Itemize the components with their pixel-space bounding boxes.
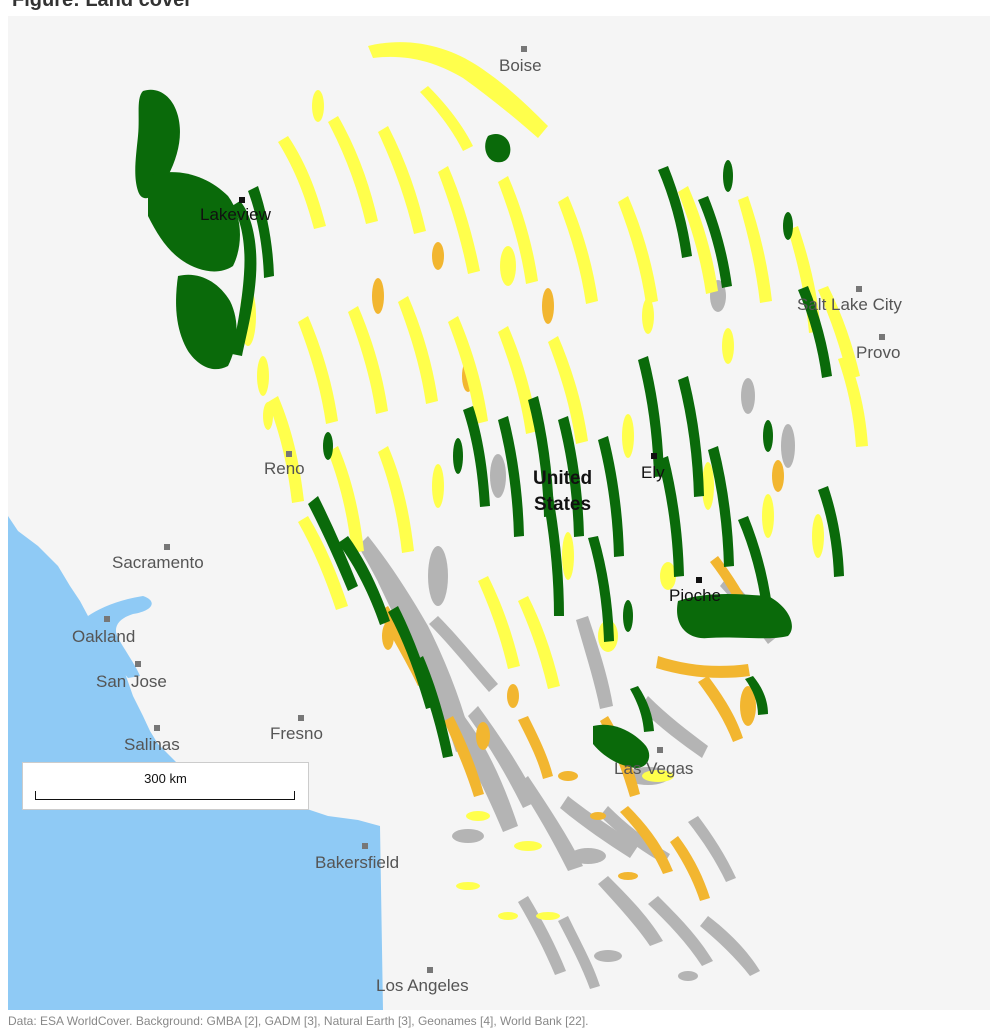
- city-label-fresno: Fresno: [270, 724, 323, 743]
- city-marker-las-vegas: [657, 747, 663, 753]
- city-label-lakeview: Lakeview: [200, 205, 272, 224]
- map-frame[interactable]: Boise Lakeview Salt Lake City Provo Reno…: [8, 16, 990, 1010]
- city-marker-los-angeles: [427, 967, 433, 973]
- scale-bar-box: 300 km: [22, 762, 309, 810]
- city-label-pioche: Pioche: [669, 586, 721, 605]
- tree-cover-areas: [135, 89, 844, 768]
- city-label-san-jose: San Jose: [96, 672, 167, 691]
- city-label-reno: Reno: [264, 459, 305, 478]
- city-marker-san-jose: [135, 661, 141, 667]
- city-marker-sacramento: [164, 544, 170, 550]
- city-marker-lakeview: [239, 197, 245, 203]
- city-label-salinas: Salinas: [124, 735, 180, 754]
- city-marker-ely: [651, 453, 657, 459]
- city-marker-salinas: [154, 725, 160, 731]
- grassland-areas: [240, 42, 868, 920]
- city-label-provo: Provo: [856, 343, 900, 362]
- city-label-salt-lake-city: Salt Lake City: [797, 295, 902, 314]
- city-label-bakersfield: Bakersfield: [315, 853, 399, 872]
- city-marker-salt-lake-city: [856, 286, 862, 292]
- city-label-boise: Boise: [499, 56, 542, 75]
- city-label-los-angeles: Los Angeles: [376, 976, 469, 995]
- city-label-ely: Ely: [641, 463, 665, 482]
- city-label-las-vegas: Las Vegas: [614, 759, 693, 778]
- city-label-oakland: Oakland: [72, 627, 135, 646]
- country-label-line1: United: [533, 468, 592, 489]
- map-title: Figure: Land cover: [12, 0, 193, 11]
- city-label-sacramento: Sacramento: [112, 553, 204, 572]
- bay-area: [88, 596, 152, 678]
- city-labels: Boise Lakeview Salt Lake City Provo Reno…: [72, 56, 902, 995]
- map-canvas[interactable]: Boise Lakeview Salt Lake City Provo Reno…: [8, 16, 990, 1010]
- scale-bar: [35, 791, 295, 800]
- city-marker-boise: [521, 46, 527, 52]
- city-marker-pioche: [696, 577, 702, 583]
- title-strip: Figure: Land cover: [0, 0, 990, 16]
- city-marker-provo: [879, 334, 885, 340]
- data-source-caption: Data: ESA WorldCover. Background: GMBA […: [8, 1014, 589, 1028]
- city-marker-reno: [286, 451, 292, 457]
- city-marker-oakland: [104, 616, 110, 622]
- scale-bar-label: 300 km: [144, 771, 187, 786]
- city-markers: [104, 46, 885, 973]
- country-label-line2: States: [534, 494, 591, 515]
- city-marker-bakersfield: [362, 843, 368, 849]
- city-marker-fresno: [298, 715, 304, 721]
